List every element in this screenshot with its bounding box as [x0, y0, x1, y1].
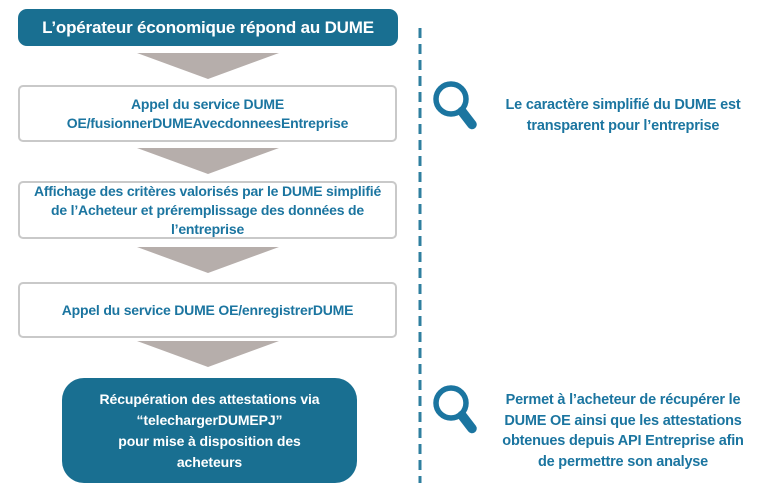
down-arrow-icon — [137, 53, 279, 79]
down-arrow-icon — [137, 247, 279, 273]
text-line: de permettre son analyse — [537, 453, 709, 470]
magnifier-icon — [433, 81, 477, 130]
annotation-text: Permet à l’acheteur de récupérer le DUME… — [478, 390, 768, 472]
text-line: acheteurs — [176, 453, 243, 470]
text-line: l’entreprise — [170, 220, 245, 237]
text-line: Récupération des attestations via — [99, 390, 320, 407]
text-line: OE/fusionnerDUMEAvecdonneesEntreprise — [66, 114, 349, 131]
text-line: de l’Acheteur et préremplissage des donn… — [51, 201, 364, 218]
text-line: pour mise à disposition des — [118, 432, 301, 449]
magnifier-icon — [433, 385, 477, 434]
step-affichage-criteres: Affichage des critères valorisés par le … — [18, 181, 397, 239]
step-appel-enregistrer: Appel du service DUME OE/enregistrerDUME — [18, 282, 397, 338]
annotation-text: Le caractère simplifié du DUME est trans… — [478, 95, 768, 136]
text-line: DUME OE ainsi que les attestations — [504, 412, 742, 429]
text-line: obtenues depuis API Entreprise afin — [502, 433, 744, 449]
text-line: Affichage des critères valorisés par le … — [33, 182, 382, 199]
dashed-divider — [418, 28, 422, 483]
text-line: Appel du service DUME OE/enregistrerDUME — [61, 301, 354, 318]
text-line: transparent pour l’entreprise — [526, 117, 720, 134]
down-arrow-icon — [137, 341, 279, 367]
text-line: “telechargerDUMEPJ” — [136, 411, 283, 428]
text-line: Permet à l’acheteur de récupérer le — [505, 392, 741, 408]
down-arrow-icon — [137, 148, 279, 174]
text-line: Le caractère simplifié du DUME est — [505, 97, 741, 113]
flow-header-box: L’opérateur économique répond au DUME — [18, 9, 398, 46]
step-appel-fusionner: Appel du service DUME OE/fusionnerDUMEAv… — [18, 85, 397, 142]
step-recuperation-attestations: Récupération des attestations via “telec… — [62, 378, 357, 483]
text-line: Appel du service DUME — [131, 95, 284, 112]
